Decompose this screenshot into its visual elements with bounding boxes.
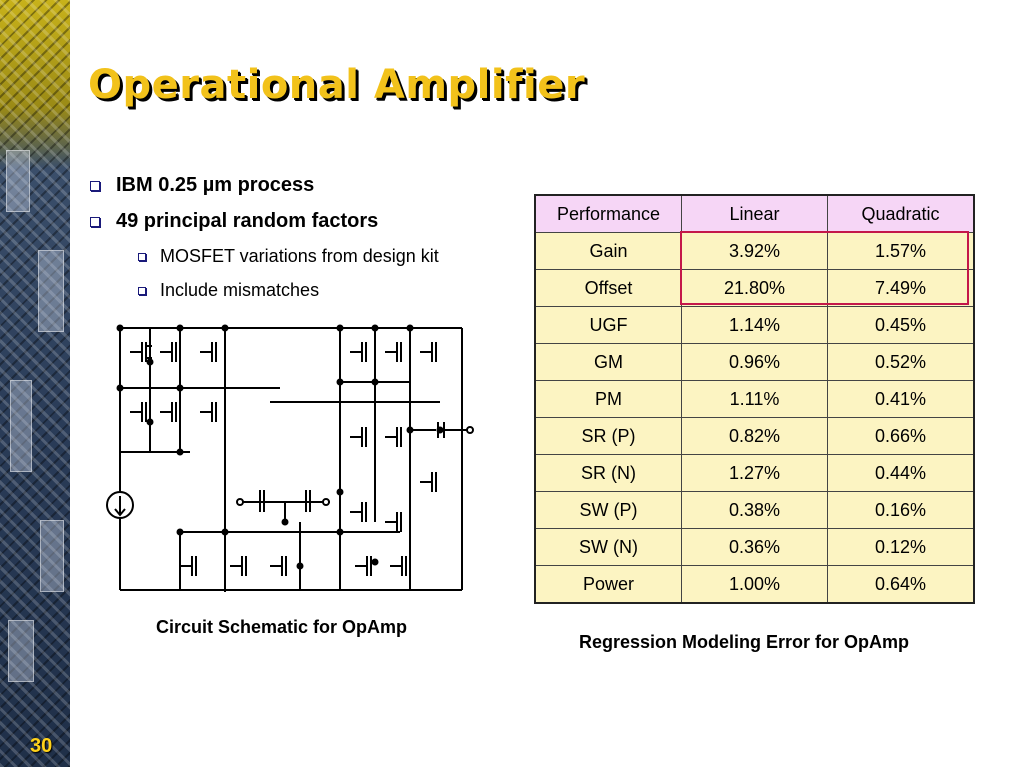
decorative-circuit-strip [0, 0, 70, 767]
bullet-square-icon [138, 286, 146, 295]
table-cell: 0.66% [827, 417, 975, 455]
slide-title: Operational Amplifier [88, 62, 586, 108]
table-cell: UGF [534, 306, 682, 344]
sub-bullet-text: Include mismatches [160, 280, 320, 300]
table-row: SR (N) 1.27% 0.44% [534, 454, 975, 492]
regression-error-table: Performance Linear Quadratic Gain 3.92% … [534, 194, 975, 604]
strip-chip-graphic [38, 250, 64, 332]
table-header-row: Performance Linear Quadratic [534, 194, 975, 233]
table-cell: Power [534, 565, 682, 604]
strip-chip-graphic [8, 620, 34, 682]
column-header: Quadratic [827, 194, 975, 233]
table-cell: 0.16% [827, 491, 975, 529]
table-cell: 0.45% [827, 306, 975, 344]
strip-chip-graphic [40, 520, 64, 592]
column-header: Linear [681, 194, 828, 233]
table-cell: 0.64% [827, 565, 975, 604]
strip-chip-graphic [6, 150, 30, 212]
table-cell: 0.12% [827, 528, 975, 566]
bullet-square-icon [138, 252, 146, 261]
table-cell: 0.38% [681, 491, 828, 529]
table-cell: 7.49% [827, 269, 975, 307]
table-cell: 0.82% [681, 417, 828, 455]
table-cell: 0.41% [827, 380, 975, 418]
table-row: Power 1.00% 0.64% [534, 565, 975, 604]
table-cell: Gain [534, 232, 682, 270]
table-row: SR (P) 0.82% 0.66% [534, 417, 975, 455]
table-cell: SW (N) [534, 528, 682, 566]
table-row: UGF 1.14% 0.45% [534, 306, 975, 344]
schematic-caption: Circuit Schematic for OpAmp [156, 617, 408, 637]
strip-chip-graphic [10, 380, 32, 472]
table-cell: Offset [534, 269, 682, 307]
table-cell: 21.80% [681, 269, 828, 307]
table-row: PM 1.11% 0.41% [534, 380, 975, 418]
table-cell: 0.44% [827, 454, 975, 492]
table-cell: 1.27% [681, 454, 828, 492]
column-header: Performance [534, 194, 682, 233]
bullet-square-icon [90, 216, 100, 227]
table-cell: SR (N) [534, 454, 682, 492]
bullet-item: 49 principal random factors [90, 210, 378, 233]
table-cell: 1.00% [681, 565, 828, 604]
table-cell: 1.14% [681, 306, 828, 344]
table-cell: 0.96% [681, 343, 828, 381]
table-row: Offset 21.80% 7.49% [534, 269, 975, 307]
table-cell: 3.92% [681, 232, 828, 270]
opamp-circuit-schematic [106, 324, 474, 592]
table-row: SW (N) 0.36% 0.12% [534, 528, 975, 566]
bullet-square-icon [90, 180, 100, 191]
table-cell: 0.36% [681, 528, 828, 566]
table-caption: Regression Modeling Error for OpAmp [579, 632, 910, 652]
table-cell: SW (P) [534, 491, 682, 529]
sub-bullet-text: MOSFET variations from design kit [160, 246, 439, 266]
table-cell: GM [534, 343, 682, 381]
table-cell: SR (P) [534, 417, 682, 455]
table-cell: 1.57% [827, 232, 975, 270]
slide-number: 30 [30, 735, 53, 757]
bullet-item: IBM 0.25 µm process [90, 174, 314, 197]
table-cell: 0.52% [827, 343, 975, 381]
table-row: Gain 3.92% 1.57% [534, 232, 975, 270]
table-row: GM 0.96% 0.52% [534, 343, 975, 381]
bullet-text: IBM 0.25 µm process [116, 174, 315, 196]
table-cell: PM [534, 380, 682, 418]
table-cell: 1.11% [681, 380, 828, 418]
sub-bullet-item: Include mismatches [138, 280, 319, 301]
bullet-text: 49 principal random factors [116, 210, 379, 232]
table-row: SW (P) 0.38% 0.16% [534, 491, 975, 529]
sub-bullet-item: MOSFET variations from design kit [138, 246, 439, 267]
